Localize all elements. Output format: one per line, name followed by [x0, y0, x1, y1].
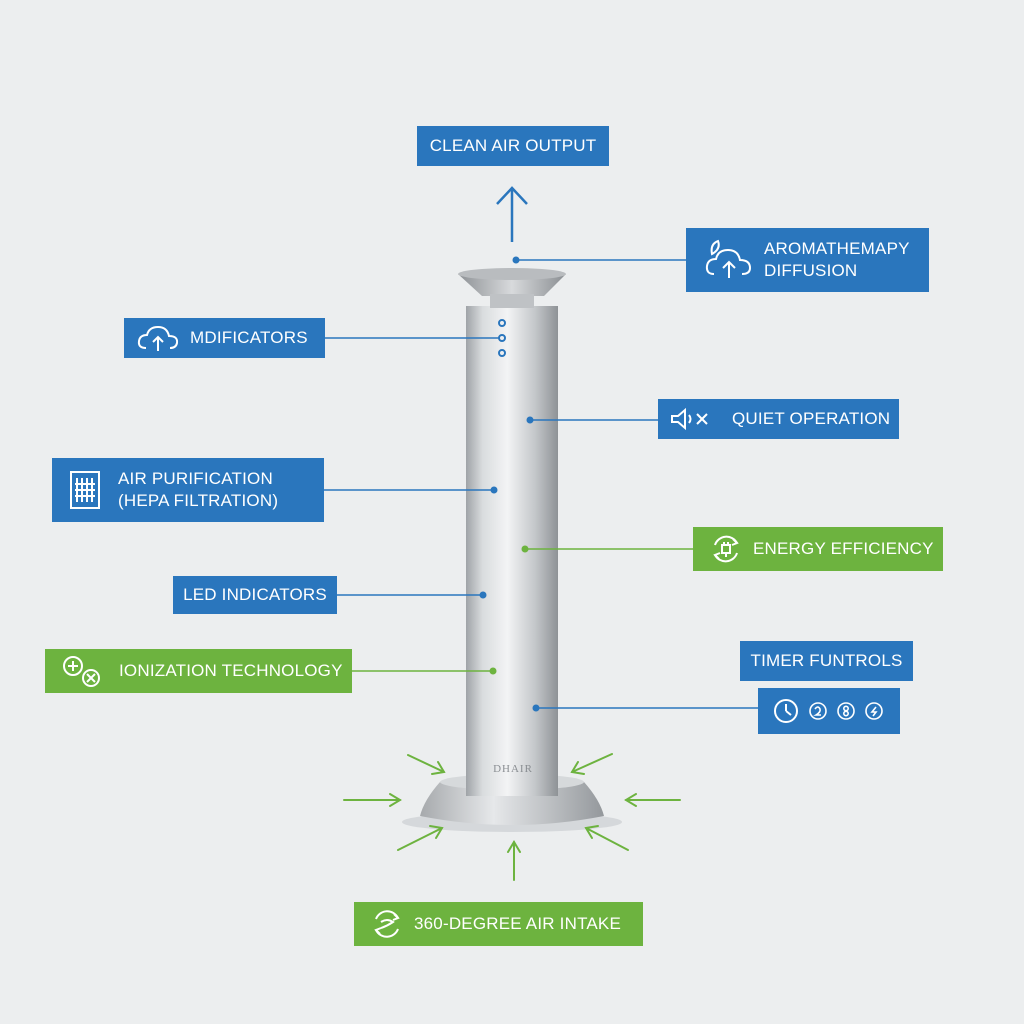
- timer-icons-strip: [758, 688, 900, 734]
- intake-arrows: [343, 753, 681, 881]
- air-purification-label: AIR PURIFICATION (HEPA FILTRATION): [52, 458, 324, 522]
- green-connector-dots: [489, 545, 529, 675]
- device-top-cap: [458, 274, 566, 296]
- air-purification-line2: (HEPA FILTRATION): [118, 491, 279, 510]
- aromatherapy-line2: DIFFUSION: [764, 261, 858, 280]
- ionization-label: IONIZATION TECHNOLOGY: [45, 649, 352, 693]
- air-purification-line1: AIR PURIFICATION: [118, 469, 273, 488]
- filter-icon: [68, 470, 102, 510]
- timer-setting-icon-1: [808, 701, 828, 721]
- energy-efficiency-label: ENERGY EFFICIENCY: [693, 527, 943, 571]
- cloud-upload-icon: [136, 324, 180, 352]
- device-body: [466, 306, 558, 796]
- speaker-mute-icon: [670, 407, 710, 431]
- timer-setting-icon-2: [836, 701, 856, 721]
- swirl-air-icon: [370, 907, 404, 941]
- clock-icon: [772, 697, 800, 725]
- blue-connectors: [324, 259, 758, 709]
- green-connectors: [352, 548, 693, 672]
- blue-connector-dots: [479, 256, 540, 712]
- aromatherapy-label: AROMATHEMAPY DIFFUSION: [686, 228, 929, 292]
- timer-controls-label: TIMER FUNTROLS: [740, 641, 913, 681]
- plug-recycle-icon: [709, 533, 743, 565]
- mdificators-label: MDIFICATORS: [124, 318, 325, 358]
- quiet-operation-label: QUIET OPERATION: [658, 399, 899, 439]
- device-brand-text: DHAIR: [493, 763, 533, 775]
- aromatherapy-line1: AROMATHEMAPY: [764, 239, 910, 258]
- clean-air-output-label: CLEAN AIR OUTPUT: [417, 126, 609, 166]
- leaf-cloud-icon: [704, 238, 754, 282]
- output-arrow: [496, 186, 528, 242]
- plus-minus-ion-icon: [61, 654, 103, 688]
- led-indicators-label: LED INDICATORS: [173, 576, 337, 614]
- air-intake-label: 360-DEGREE AIR INTAKE: [354, 902, 643, 946]
- timer-setting-icon-3: [864, 701, 884, 721]
